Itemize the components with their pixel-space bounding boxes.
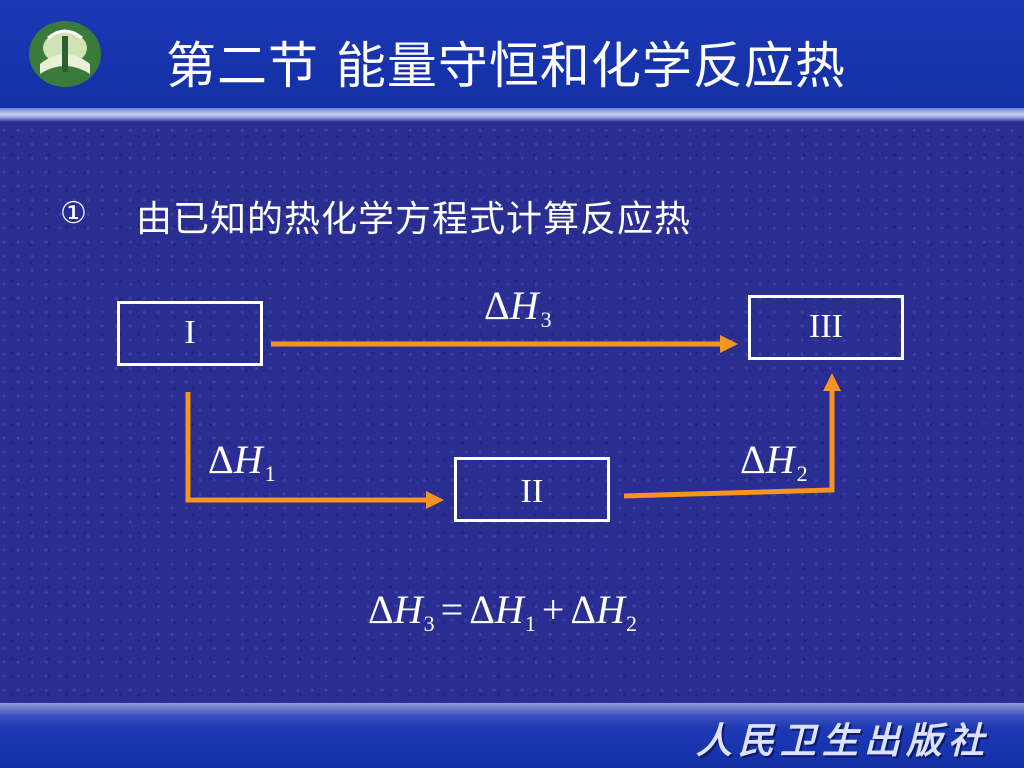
subscript: 2 (796, 461, 808, 486)
eq-sub-term1: 1 (524, 611, 536, 636)
bullet-marker: ① (60, 196, 87, 231)
eq-sub-lhs: 3 (423, 611, 435, 636)
publisher-logo-icon (29, 21, 101, 87)
eq-delta: Δ (570, 587, 597, 632)
delta-h2-label: ΔH2 (740, 436, 808, 487)
eq-delta: Δ (368, 587, 394, 632)
eq-plus: + (541, 587, 565, 632)
subscript: 3 (540, 307, 552, 332)
delta-symbol: Δ (208, 437, 234, 482)
arrow-dh1 (185, 392, 428, 503)
state-box-2: II (454, 457, 610, 522)
publisher-name: 人民卫生出版社 (695, 720, 990, 762)
arrow-dh1-head (426, 491, 444, 509)
eq-delta: Δ (469, 587, 495, 632)
eq-var: H (393, 587, 423, 632)
footer-bar (0, 703, 1024, 768)
eq-var: H (596, 587, 625, 632)
arrow-dh2-head (823, 373, 841, 391)
eq-var: H (494, 587, 524, 632)
eq-sub-term2: 2 (626, 611, 637, 636)
eq-equals: = (440, 587, 464, 632)
header-divider (0, 108, 1024, 122)
state-box-3: III (748, 295, 904, 360)
enthalpy-var: H (233, 437, 263, 482)
delta-h1-label: ΔH1 (208, 436, 276, 487)
bullet-text: 由已知的热化学方程式计算反应热 (136, 199, 692, 240)
hess-law-equation: ΔH3=ΔH1+ΔH2 (368, 586, 637, 637)
enthalpy-var: H (765, 437, 795, 482)
delta-symbol: Δ (740, 437, 766, 482)
subscript: 1 (264, 461, 276, 486)
delta-symbol: Δ (484, 283, 510, 328)
title-bar: 第二节 能量守恒和化学反应热 (0, 0, 1024, 108)
delta-h3-label: ΔH3 (484, 282, 552, 333)
state-box-1: I (117, 301, 263, 366)
page-title: 第二节 能量守恒和化学反应热 (166, 37, 846, 95)
arrow-dh3-head (720, 335, 738, 353)
arrow-dh2 (623, 390, 835, 499)
enthalpy-var: H (509, 283, 539, 328)
